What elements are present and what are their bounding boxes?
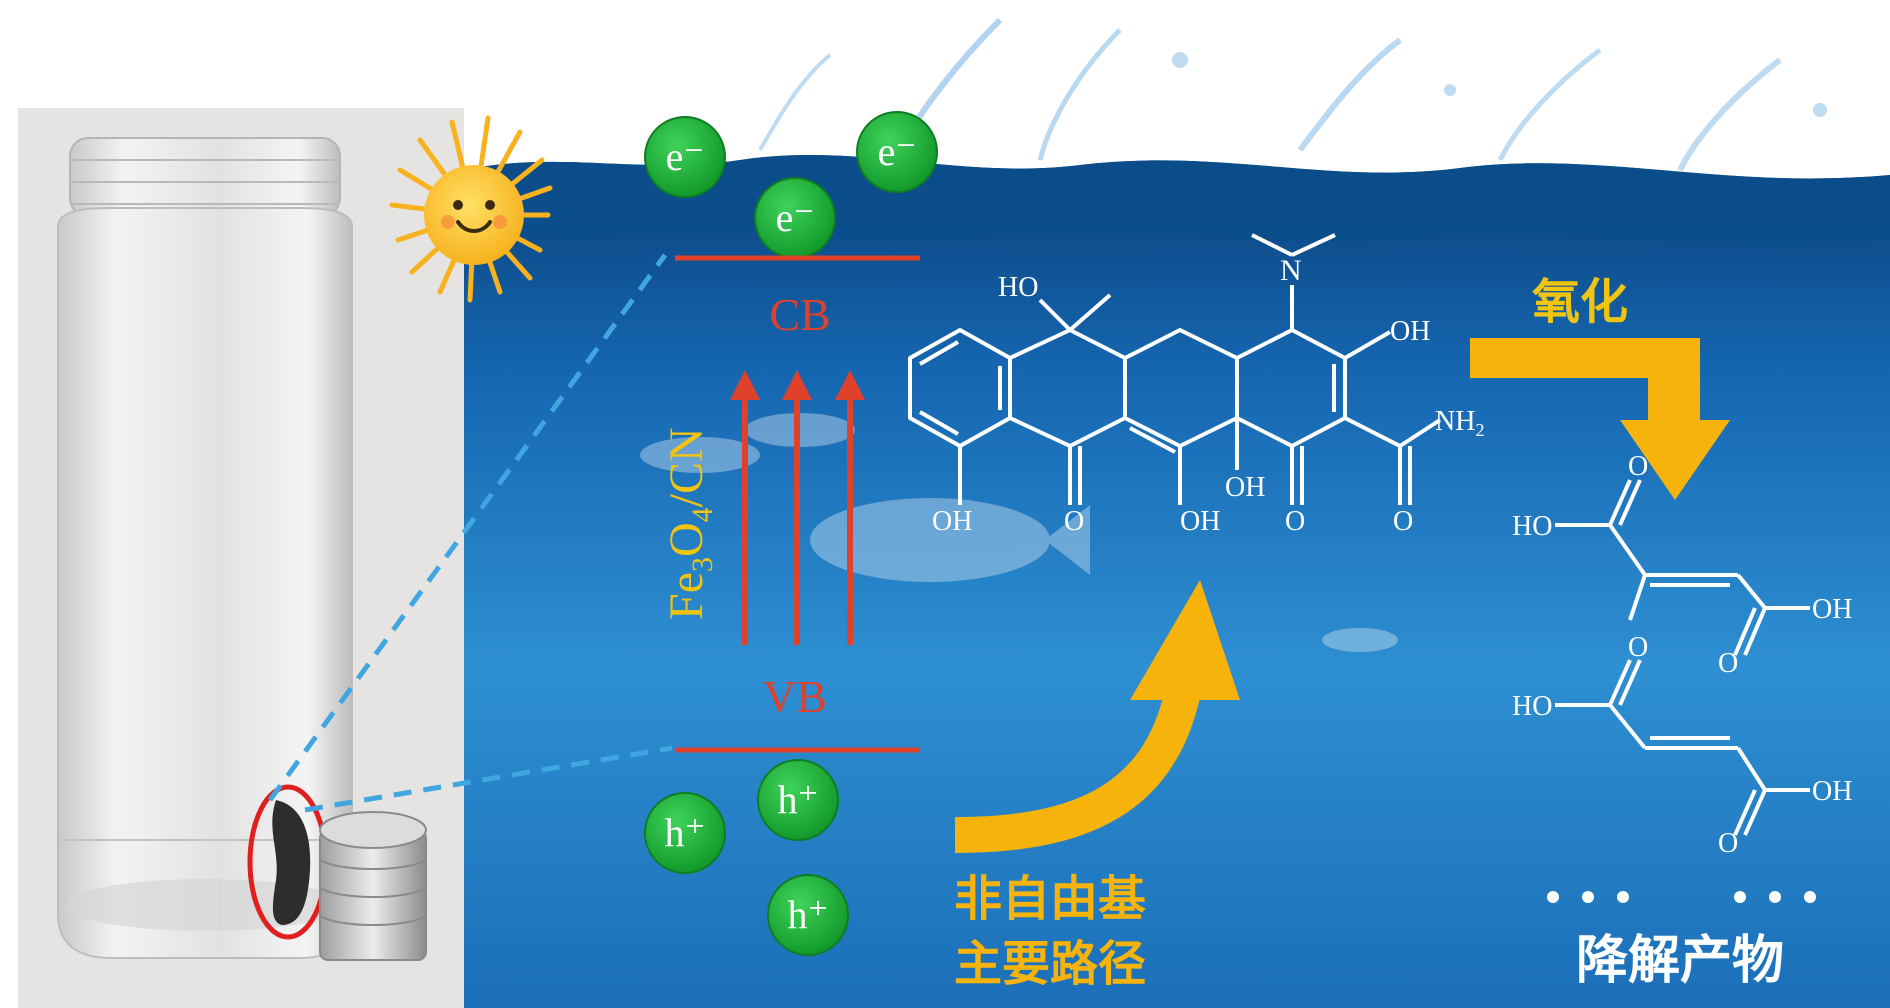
product1-o-top: O bbox=[1628, 451, 1648, 482]
sun-icon bbox=[389, 115, 553, 303]
mol-label-o1: O bbox=[1064, 506, 1084, 537]
product2-oh: OH bbox=[1812, 776, 1852, 807]
product2-o-top: O bbox=[1628, 632, 1648, 663]
electron-label: e⁻ bbox=[878, 129, 917, 174]
mol-label-oh-ring-a: OH bbox=[932, 506, 972, 537]
mol-label-n: N bbox=[1280, 254, 1302, 287]
mol-label-o2: O bbox=[1285, 506, 1305, 537]
mol-label-oh-mid: OH bbox=[1180, 506, 1220, 537]
vb-label: VB bbox=[763, 671, 827, 722]
hole-ball: h⁺ bbox=[644, 792, 726, 874]
product2-ho: HO bbox=[1512, 691, 1552, 722]
mol-label-ho-top: HO bbox=[998, 272, 1038, 303]
hole-group: h⁺ h⁺ h⁺ bbox=[644, 759, 849, 956]
product-structure-1 bbox=[1555, 479, 1810, 656]
product-structure-2 bbox=[1555, 659, 1810, 836]
product2-o-bottom: O bbox=[1718, 828, 1738, 859]
pathway-label-line2: 主要路径 bbox=[954, 936, 1146, 992]
electron-ball: e⁻ bbox=[754, 177, 836, 259]
products-label: 降解产物 bbox=[1576, 931, 1784, 991]
hole-label: h⁺ bbox=[787, 892, 828, 937]
oxidation-arrow bbox=[1470, 338, 1730, 500]
product1-oh: OH bbox=[1812, 594, 1852, 625]
electron-ball: e⁻ bbox=[856, 111, 938, 193]
pathway-label-line1: 非自由基 bbox=[954, 871, 1146, 927]
mol-label-nh2: NH2 bbox=[1435, 406, 1484, 440]
electron-label: e⁻ bbox=[776, 195, 815, 240]
zoom-lines bbox=[267, 253, 673, 813]
product-1-labels: HO O OH O bbox=[1512, 451, 1852, 679]
glass-vial bbox=[57, 137, 353, 959]
product1-o-bottom: O bbox=[1718, 648, 1738, 679]
oxidation-label: 氧化 bbox=[1532, 274, 1628, 330]
hole-ball: h⁺ bbox=[767, 874, 849, 956]
electron-group: e⁻ e⁻ e⁻ bbox=[644, 111, 938, 259]
excitation-arrows bbox=[730, 370, 865, 645]
hole-ball: h⁺ bbox=[757, 759, 839, 841]
catalyst-label: Fe3O4/CN bbox=[660, 427, 719, 620]
more-products-dots bbox=[1547, 891, 1816, 903]
mol-label-oh-ring: OH bbox=[1225, 472, 1265, 503]
hole-label: h⁺ bbox=[777, 777, 818, 822]
product-2-labels: HO O OH O bbox=[1512, 632, 1852, 859]
tetracycline-structure bbox=[908, 233, 1442, 505]
mol-label-o3: O bbox=[1393, 506, 1413, 537]
electron-label: e⁻ bbox=[666, 134, 705, 179]
tetracycline-labels: HO N OH NH2 OH O OH OH O O bbox=[932, 254, 1484, 537]
nonradical-pathway-arrow bbox=[954, 580, 1240, 853]
product1-ho: HO bbox=[1512, 511, 1552, 542]
mol-label-oh-right: OH bbox=[1390, 316, 1430, 347]
cb-label: CB bbox=[769, 289, 830, 340]
electron-ball: e⁻ bbox=[644, 116, 726, 198]
magnet-stack bbox=[319, 811, 427, 961]
hole-label: h⁺ bbox=[664, 810, 705, 855]
